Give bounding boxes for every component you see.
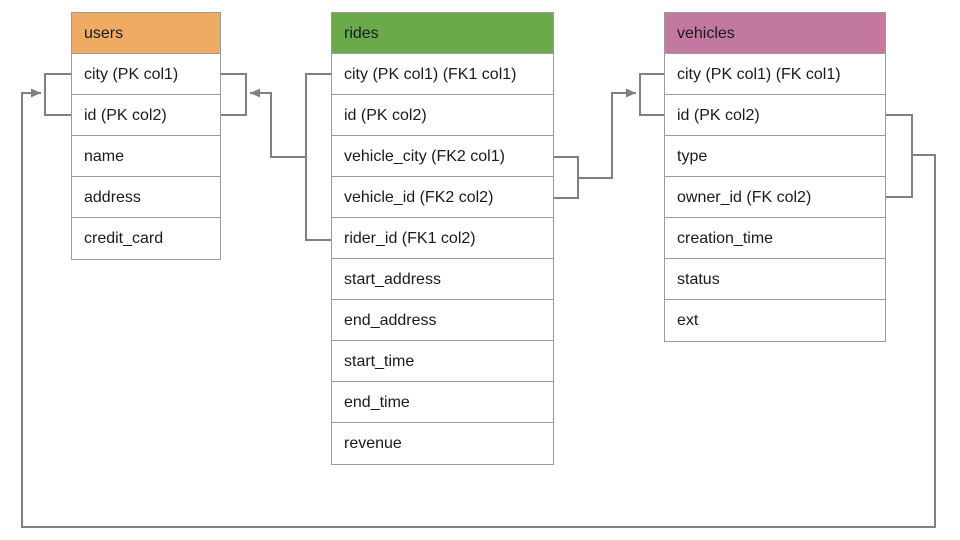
- column-row[interactable]: creation_time: [665, 218, 885, 259]
- column-row[interactable]: type: [665, 136, 885, 177]
- table-header-rides: rides: [332, 13, 553, 54]
- column-row[interactable]: city (PK col1) (FK1 col1): [332, 54, 553, 95]
- column-row[interactable]: end_time: [332, 382, 553, 423]
- column-row[interactable]: address: [72, 177, 220, 218]
- table-header-vehicles: vehicles: [665, 13, 885, 54]
- entity-table-users[interactable]: users city (PK col1) id (PK col2) name a…: [71, 12, 221, 260]
- column-row[interactable]: end_address: [332, 300, 553, 341]
- column-row[interactable]: city (PK col1) (FK col1): [665, 54, 885, 95]
- column-row[interactable]: credit_card: [72, 218, 220, 259]
- column-row[interactable]: id (PK col2): [665, 95, 885, 136]
- column-row[interactable]: rider_id (FK1 col2): [332, 218, 553, 259]
- connector-rides-vehicle-to-vehicles: [553, 73, 665, 199]
- column-row[interactable]: owner_id (FK col2): [665, 177, 885, 218]
- column-row[interactable]: id (PK col2): [332, 95, 553, 136]
- column-row[interactable]: start_time: [332, 341, 553, 382]
- column-row[interactable]: id (PK col2): [72, 95, 220, 136]
- column-row[interactable]: vehicle_id (FK2 col2): [332, 177, 553, 218]
- column-row[interactable]: city (PK col1): [72, 54, 220, 95]
- table-header-users: users: [72, 13, 220, 54]
- entity-table-vehicles[interactable]: vehicles city (PK col1) (FK col1) id (PK…: [664, 12, 886, 342]
- connector-rides-rider-to-users: [220, 73, 332, 241]
- column-row[interactable]: status: [665, 259, 885, 300]
- column-row[interactable]: ext: [665, 300, 885, 341]
- column-row[interactable]: start_address: [332, 259, 553, 300]
- column-row[interactable]: name: [72, 136, 220, 177]
- entity-table-rides[interactable]: rides city (PK col1) (FK1 col1) id (PK c…: [331, 12, 554, 465]
- column-row[interactable]: revenue: [332, 423, 553, 464]
- column-row[interactable]: vehicle_city (FK2 col1): [332, 136, 553, 177]
